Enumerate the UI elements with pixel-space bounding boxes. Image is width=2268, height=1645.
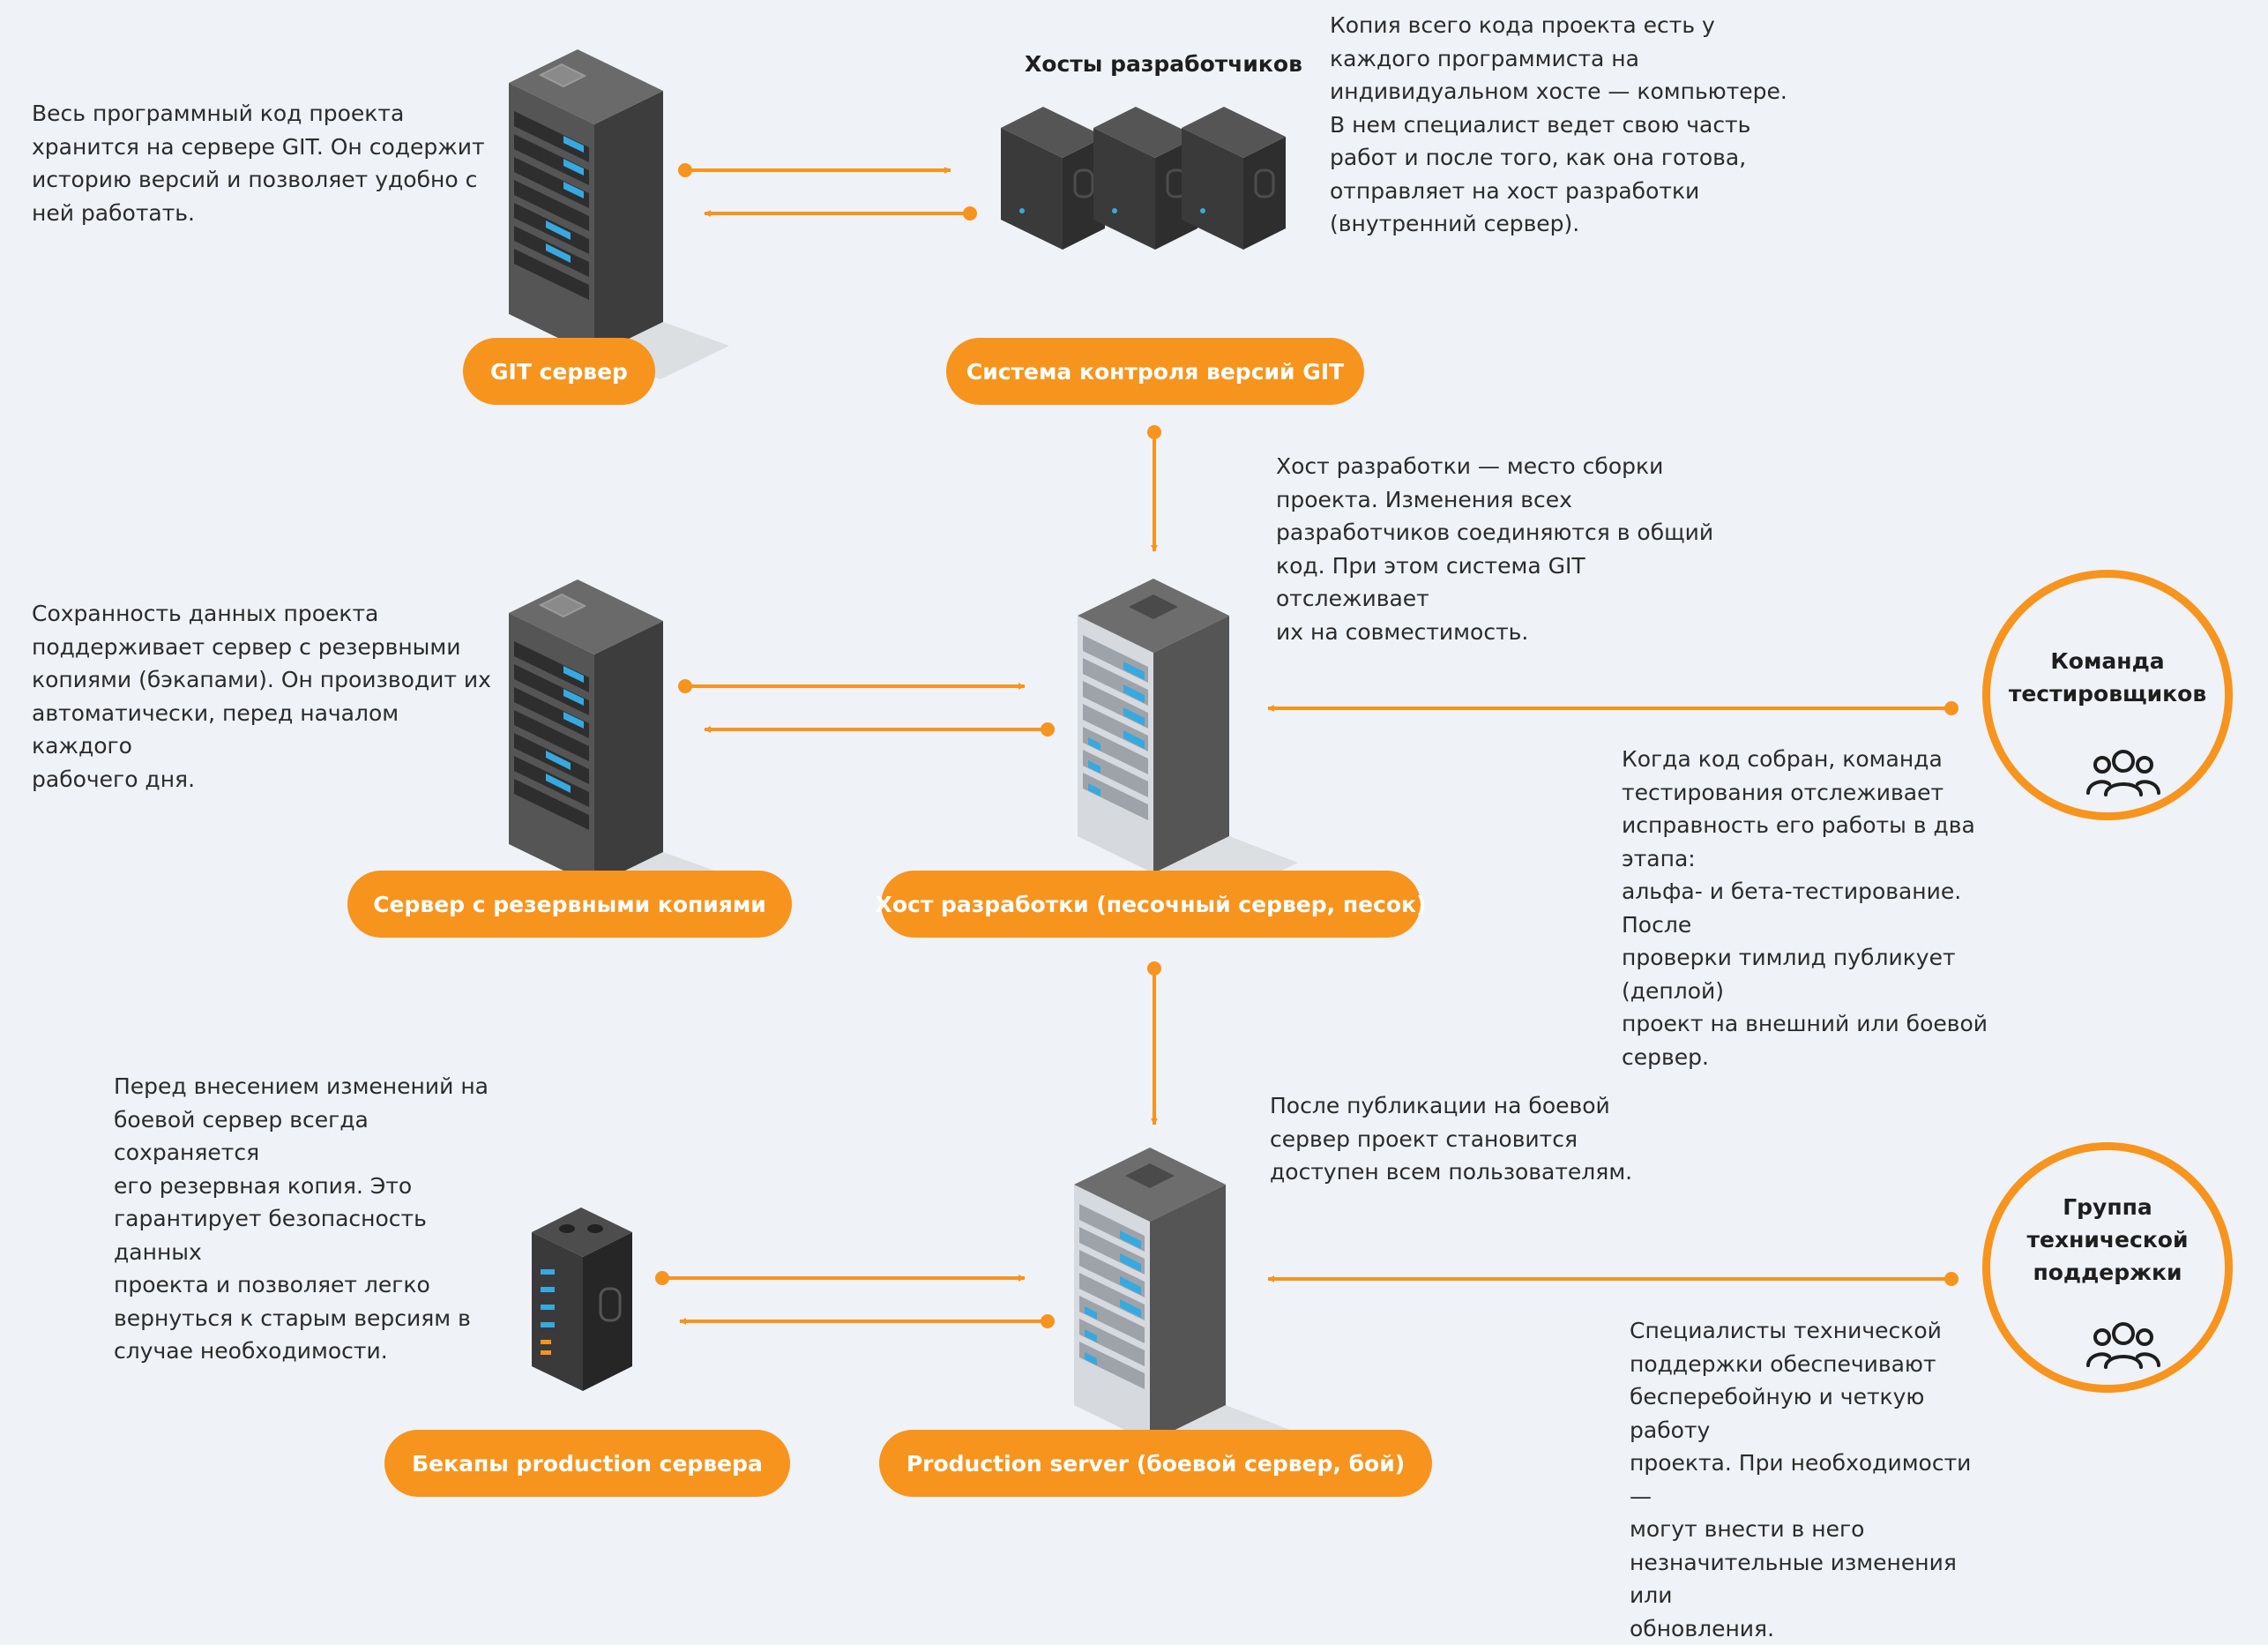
backup-server-label: Сервер с резервными копиями bbox=[347, 871, 792, 938]
testers-description: Когда код собран, команда тестирования о… bbox=[1622, 746, 1988, 1070]
server-rack-icon bbox=[1078, 579, 1298, 900]
production-backups-label: Бекапы production сервера bbox=[384, 1430, 790, 1497]
server-rack-icon bbox=[508, 49, 730, 380]
developer-hosts-description: Копия всего кода проекта есть у каждого … bbox=[1330, 12, 1787, 236]
server-rack-icon bbox=[1074, 1148, 1294, 1469]
architecture-diagram bbox=[508, 49, 1958, 1469]
git-server-description: Весь программный код проекта хранится на… bbox=[32, 101, 485, 226]
developer-hosts-heading: Хосты разработчиков bbox=[1025, 51, 1302, 77]
testers-label: Команда тестировщиков bbox=[2008, 648, 2207, 707]
team-icon bbox=[2086, 1322, 2160, 1369]
backup-unit-icon bbox=[532, 1208, 632, 1391]
support-label: Группа технической поддержки bbox=[2026, 1194, 2189, 1285]
server-rack-icon bbox=[508, 579, 730, 910]
support-circle: Группа технической поддержки bbox=[1982, 1142, 2233, 1393]
support-description: Специалисты технической поддержки обеспе… bbox=[1630, 1318, 1972, 1641]
backup-server-description: Сохранность данных проекта поддерживает … bbox=[32, 601, 491, 792]
git-server-label: GIT сервер bbox=[463, 338, 655, 405]
dev-host-description: Хост разработки — место сборки проекта. … bbox=[1276, 453, 1714, 645]
vcs-label: Система контроля версий GIT bbox=[946, 338, 1364, 405]
team-icon bbox=[2086, 750, 2160, 796]
testers-circle: Команда тестировщиков bbox=[1982, 570, 2233, 820]
production-backups-description: Перед внесением изменений на боевой серв… bbox=[114, 1073, 489, 1364]
production-description: После публикации на боевой сервер проект… bbox=[1270, 1093, 1633, 1185]
developer-workstations-icon bbox=[999, 105, 1287, 251]
production-label: Production server (боевой сервер, бой) bbox=[879, 1430, 1432, 1497]
dev-host-label: Хост разработки (песочный сервер, песок) bbox=[876, 871, 1426, 938]
